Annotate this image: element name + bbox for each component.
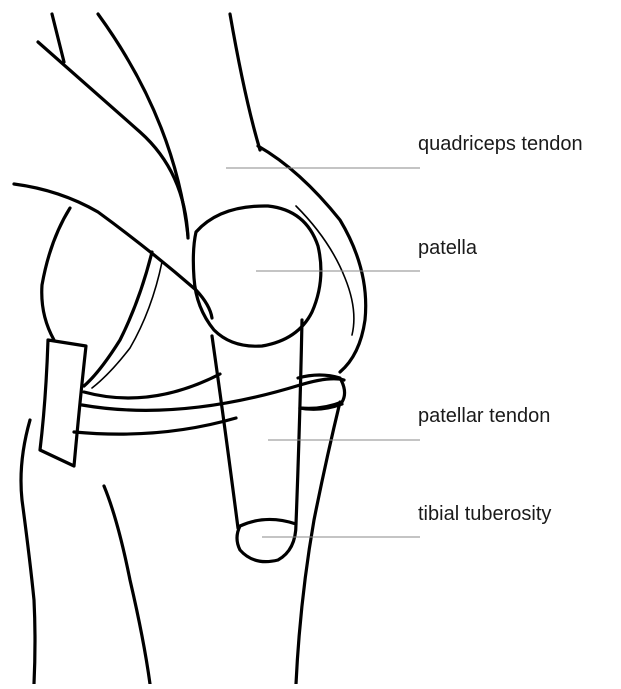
- tibial-tuberosity: [237, 519, 296, 561]
- label-patella: patella: [418, 237, 478, 259]
- femoral-condyle: [42, 208, 162, 388]
- meniscus: [74, 374, 345, 434]
- patellar-tendon: [212, 320, 302, 528]
- label-patellar-tendon: patellar tendon: [418, 405, 550, 427]
- fibula: [40, 340, 86, 466]
- femur: [14, 14, 260, 318]
- quadriceps-tendon: [258, 146, 366, 372]
- label-tibial-tuberosity: tibial tuberosity: [418, 503, 551, 525]
- label-quadriceps-tendon: quadriceps tendon: [418, 133, 583, 155]
